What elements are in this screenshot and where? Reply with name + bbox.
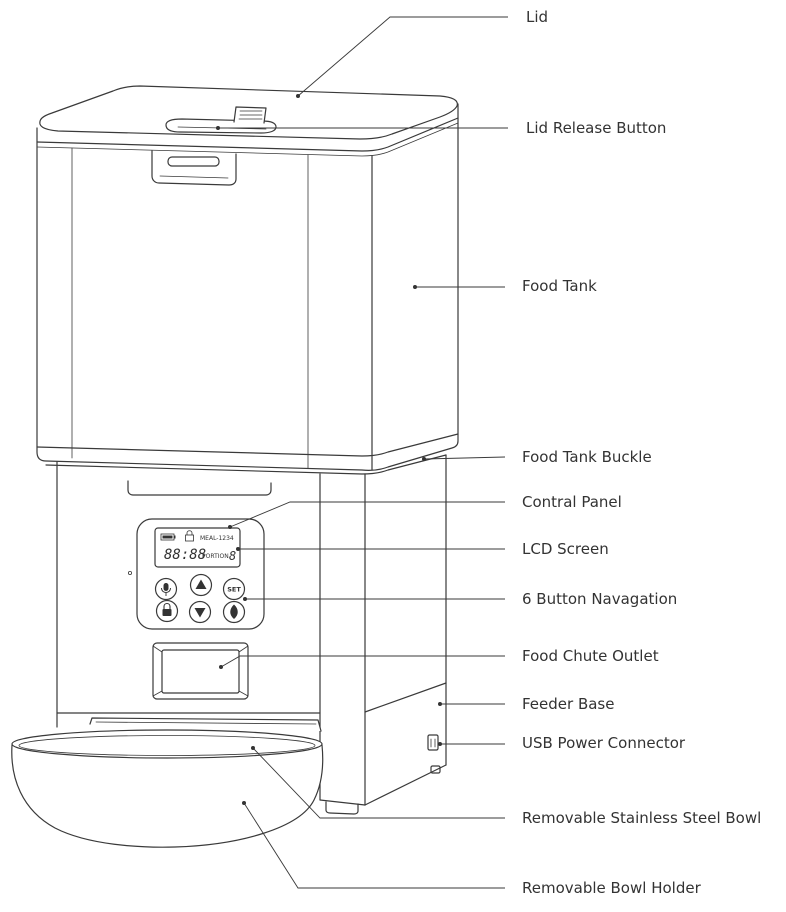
callout-feeder-base: Feeder Base bbox=[438, 695, 614, 713]
battery-icon bbox=[160, 533, 176, 541]
tank-seat-recess bbox=[127, 480, 272, 496]
lock-icon bbox=[162, 602, 172, 616]
button-navigation: SET bbox=[154, 573, 246, 624]
set-button[interactable]: SET bbox=[222, 577, 246, 601]
label-stainless-steel-bowl: Removable Stainless Steel Bowl bbox=[522, 809, 761, 827]
label-usb-power-connector: USB Power Connector bbox=[522, 734, 686, 752]
up-button[interactable] bbox=[189, 573, 213, 597]
callout-usb-power-connector: USB Power Connector bbox=[438, 734, 686, 752]
tank-top-band bbox=[36, 117, 459, 152]
lid bbox=[39, 85, 458, 140]
lid-release-button[interactable] bbox=[165, 106, 277, 134]
voice-button[interactable] bbox=[154, 577, 178, 601]
callout-food-tank-buckle: Food Tank Buckle bbox=[422, 448, 652, 466]
lcd-portion-value: 8 bbox=[229, 549, 236, 563]
lcd-time-digits: 88:88 bbox=[164, 547, 206, 563]
microphone-icon bbox=[161, 583, 171, 596]
callout-control-panel: Contral Panel bbox=[228, 493, 622, 529]
label-food-tank: Food Tank bbox=[522, 277, 597, 295]
label-control-panel: Contral Panel bbox=[522, 493, 622, 511]
callout-lid: Lid bbox=[296, 8, 548, 98]
base-top-lip bbox=[45, 454, 447, 475]
label-food-chute-outlet: Food Chute Outlet bbox=[522, 647, 659, 665]
base-lower-section-line bbox=[364, 682, 447, 713]
tank-outline bbox=[36, 103, 459, 471]
indicator-light bbox=[127, 571, 132, 576]
bowl-holder bbox=[89, 717, 322, 732]
tank-top-band-inner bbox=[36, 122, 459, 157]
bowl-inner-rim bbox=[18, 735, 316, 756]
lock-button[interactable] bbox=[155, 599, 179, 623]
bowl-rim bbox=[11, 729, 323, 759]
feed-button[interactable] bbox=[222, 600, 246, 624]
label-food-tank-buckle: Food Tank Buckle bbox=[522, 448, 652, 466]
food-chute-outlet bbox=[152, 642, 249, 700]
feeder-base bbox=[45, 454, 447, 815]
food-tank bbox=[36, 103, 459, 471]
callouts: Lid Lid Release Button Food Tank Food Ta… bbox=[216, 8, 761, 897]
base-foot bbox=[325, 801, 359, 815]
lock-icon bbox=[185, 530, 194, 542]
base-foot-rear bbox=[430, 765, 441, 774]
stainless-steel-bowl bbox=[11, 729, 324, 848]
lcd-screen: MEAL-1234 88:88 PORTION 8 bbox=[154, 527, 241, 568]
label-lid-release-button: Lid Release Button bbox=[526, 119, 666, 137]
bowl-body bbox=[11, 744, 324, 848]
label-bowl-holder: Removable Bowl Holder bbox=[522, 879, 702, 897]
lcd-portion-label: PORTION bbox=[202, 553, 229, 560]
food-icon bbox=[230, 604, 238, 619]
tank-bottom-band bbox=[36, 433, 459, 457]
callout-lid-release-button: Lid Release Button bbox=[216, 119, 666, 137]
control-panel: MEAL-1234 88:88 PORTION 8 SET bbox=[127, 518, 265, 630]
callout-lcd-screen: LCD Screen bbox=[236, 540, 609, 558]
down-button[interactable] bbox=[188, 600, 212, 624]
tank-handle-grip bbox=[151, 150, 237, 186]
callout-bowl-holder: Removable Bowl Holder bbox=[242, 801, 702, 897]
usb-port-icon bbox=[427, 734, 439, 751]
callout-food-chute-outlet: Food Chute Outlet bbox=[219, 647, 659, 669]
base-right-bottom-edge bbox=[364, 764, 447, 806]
callout-food-tank: Food Tank bbox=[413, 277, 597, 295]
callout-button-navigation: 6 Button Navagation bbox=[243, 590, 677, 608]
set-button-label: SET bbox=[227, 586, 241, 594]
lcd-meal-text: MEAL-1234 bbox=[200, 535, 234, 542]
callout-stainless-steel-bowl: Removable Stainless Steel Bowl bbox=[251, 746, 761, 827]
up-arrow-icon bbox=[195, 579, 207, 589]
down-arrow-icon bbox=[194, 608, 206, 618]
label-button-navigation: 6 Button Navagation bbox=[522, 590, 677, 608]
label-lcd-screen: LCD Screen bbox=[522, 540, 609, 558]
label-feeder-base: Feeder Base bbox=[522, 695, 614, 713]
label-lid: Lid bbox=[526, 8, 548, 26]
